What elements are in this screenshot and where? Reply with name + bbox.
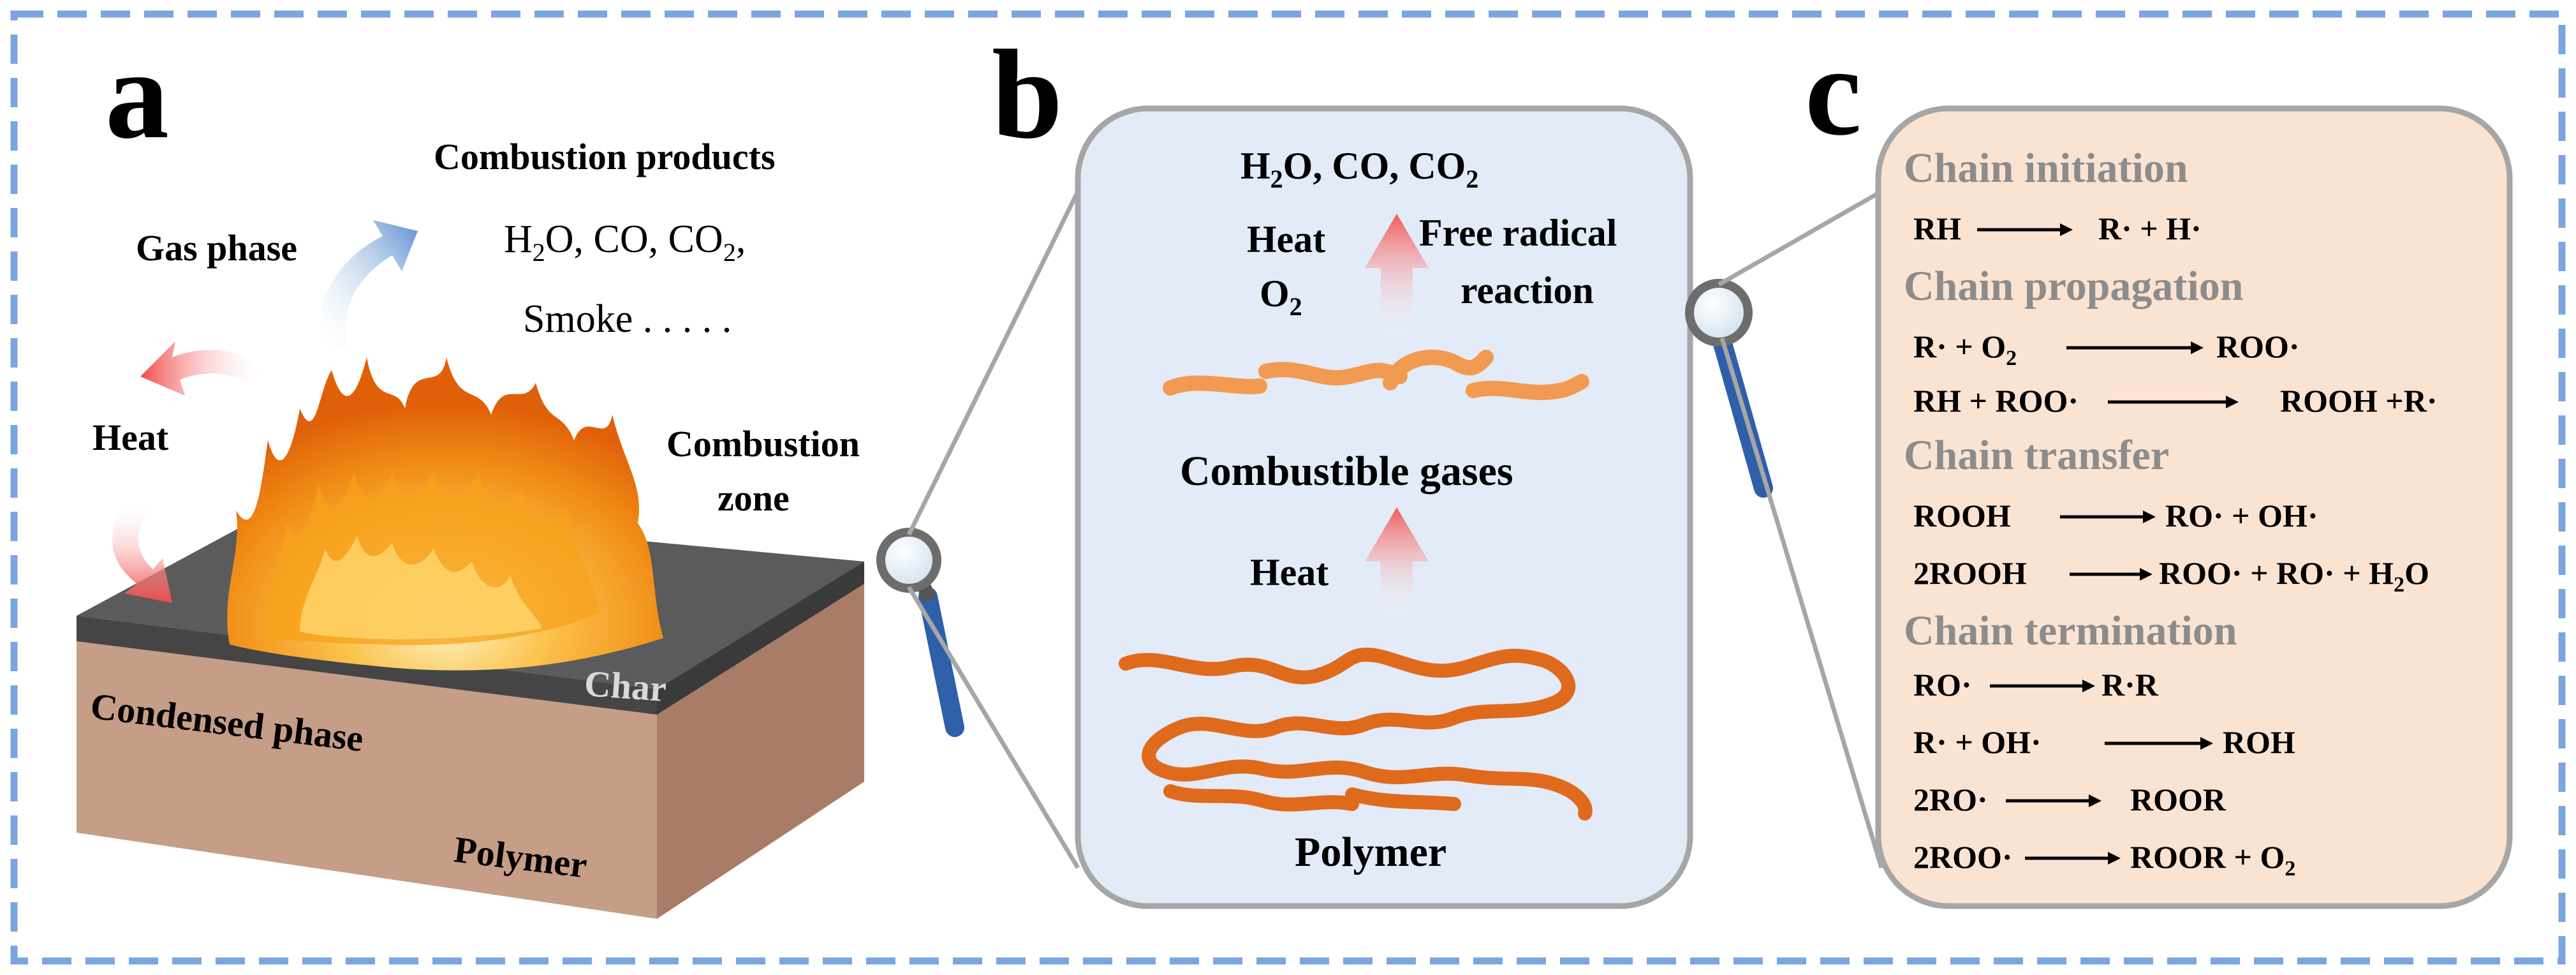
eq-transfer-2-lhs: 2ROOH <box>1913 555 2027 591</box>
eq-propagation-1-rhs: ROO· <box>2216 329 2300 364</box>
chain-propagation-title: Chain propagation <box>1904 263 2243 309</box>
eq-initiation-1-lhs: RH <box>1913 211 1961 246</box>
eq-termination-1-rhs: R·R <box>2101 667 2159 703</box>
magnifier-icon <box>876 528 964 737</box>
panel-c-letter: c <box>1805 21 1862 162</box>
eq-initiation-1-rhs: R· + H· <box>2098 211 2202 246</box>
panel-c-box <box>1875 105 2513 909</box>
reaction-arrow <box>1977 223 2073 236</box>
panel-c: c Chain initiation RH R· + H· Chain prop… <box>1805 21 2513 909</box>
zoom-line-c-bottom <box>1719 337 1884 869</box>
reaction-arrow <box>2070 568 2153 581</box>
eq-termination-1-lhs: RO· <box>1913 667 1972 703</box>
chain-transfer-title: Chain transfer <box>1904 432 2169 479</box>
panel-a: a Combustion products H2O, CO, CO2, Smok… <box>77 24 864 919</box>
heat-label: Heat <box>92 417 169 458</box>
eq-transfer-2-rhs: ROO· + RO· + H2O <box>2159 555 2429 597</box>
panel-b: b H2O, CO, CO2 Heat O2 Free radical reac… <box>992 24 1693 909</box>
outer-dashed-frame <box>10 10 2566 965</box>
magnifier-icon <box>1685 279 1773 498</box>
eq-termination-4-rhs: ROOR + O2 <box>2130 839 2295 881</box>
eq-termination-3-lhs: 2RO· <box>1913 782 1988 817</box>
eq-transfer-1-lhs: ROOH <box>1913 498 2011 533</box>
eq-termination-2-lhs: R· + OH· <box>1913 724 2042 760</box>
gas-phase-arrow <box>320 220 418 348</box>
heat-label-top: Heat <box>1247 218 1325 260</box>
reaction-arrow <box>2066 341 2204 354</box>
reaction-arrow <box>2108 396 2239 408</box>
reaction-arrow <box>2006 794 2101 807</box>
block-right-face <box>657 584 864 919</box>
chain-termination-title: Chain termination <box>1904 607 2237 654</box>
polymer-label-b: Polymer <box>1295 829 1446 875</box>
eq-termination-4-lhs: 2ROO· <box>1913 839 2013 875</box>
char-right-face <box>657 562 864 715</box>
reaction-arrow <box>2105 737 2213 750</box>
combustible-gases-label: Combustible gases <box>1180 448 1513 495</box>
panel-a-letter: a <box>105 24 169 165</box>
polymer-chains <box>1119 648 1593 821</box>
up-arrow-bottom <box>1365 507 1429 619</box>
panel-b-products: H2O, CO, CO2 <box>1240 145 1478 193</box>
eq-termination-3-rhs: ROOR <box>2130 782 2226 817</box>
combustible-gas-chains <box>1163 350 1589 400</box>
char-front-face <box>77 616 657 715</box>
block-front-face <box>77 641 657 919</box>
reaction-arrow <box>2060 510 2156 523</box>
zoom-line-c-top <box>1718 189 1883 287</box>
flame-icon <box>227 357 663 671</box>
eq-propagation-1-lhs: R· + O2 <box>1913 329 2017 370</box>
eq-transfer-1-rhs: RO· + OH· <box>2165 498 2318 533</box>
combustion-products-title: Combustion products <box>434 136 776 177</box>
free-radical-label-2: reaction <box>1461 269 1594 311</box>
products-line-2: Smoke . . . . . <box>523 297 732 341</box>
heat-arrow-down <box>112 504 172 603</box>
zoom-line-b-bottom <box>907 586 1080 869</box>
eq-propagation-2-rhs: ROOH +R· <box>2280 383 2438 419</box>
reaction-arrow <box>1990 680 2095 692</box>
products-line-1: H2O, CO, CO2, <box>504 218 746 267</box>
reaction-arrow <box>2025 852 2121 865</box>
free-radical-label-1: Free radical <box>1419 212 1617 254</box>
char-label: Char <box>583 662 668 710</box>
eq-propagation-2-lhs: RH + ROO· <box>1913 383 2079 419</box>
heat-arrow-left <box>140 341 261 396</box>
zoom-line-b-top <box>906 190 1080 536</box>
heat-label-bottom: Heat <box>1250 551 1328 593</box>
combustion-zone-label-1: Combustion <box>666 423 860 465</box>
chain-initiation-title: Chain initiation <box>1904 145 2188 191</box>
up-arrow-top <box>1365 214 1429 338</box>
eq-termination-2-rhs: ROH <box>2223 724 2295 760</box>
combustion-zone-label-2: zone <box>718 477 790 519</box>
gas-phase-label: Gas phase <box>136 227 297 269</box>
panel-b-letter: b <box>992 24 1063 165</box>
